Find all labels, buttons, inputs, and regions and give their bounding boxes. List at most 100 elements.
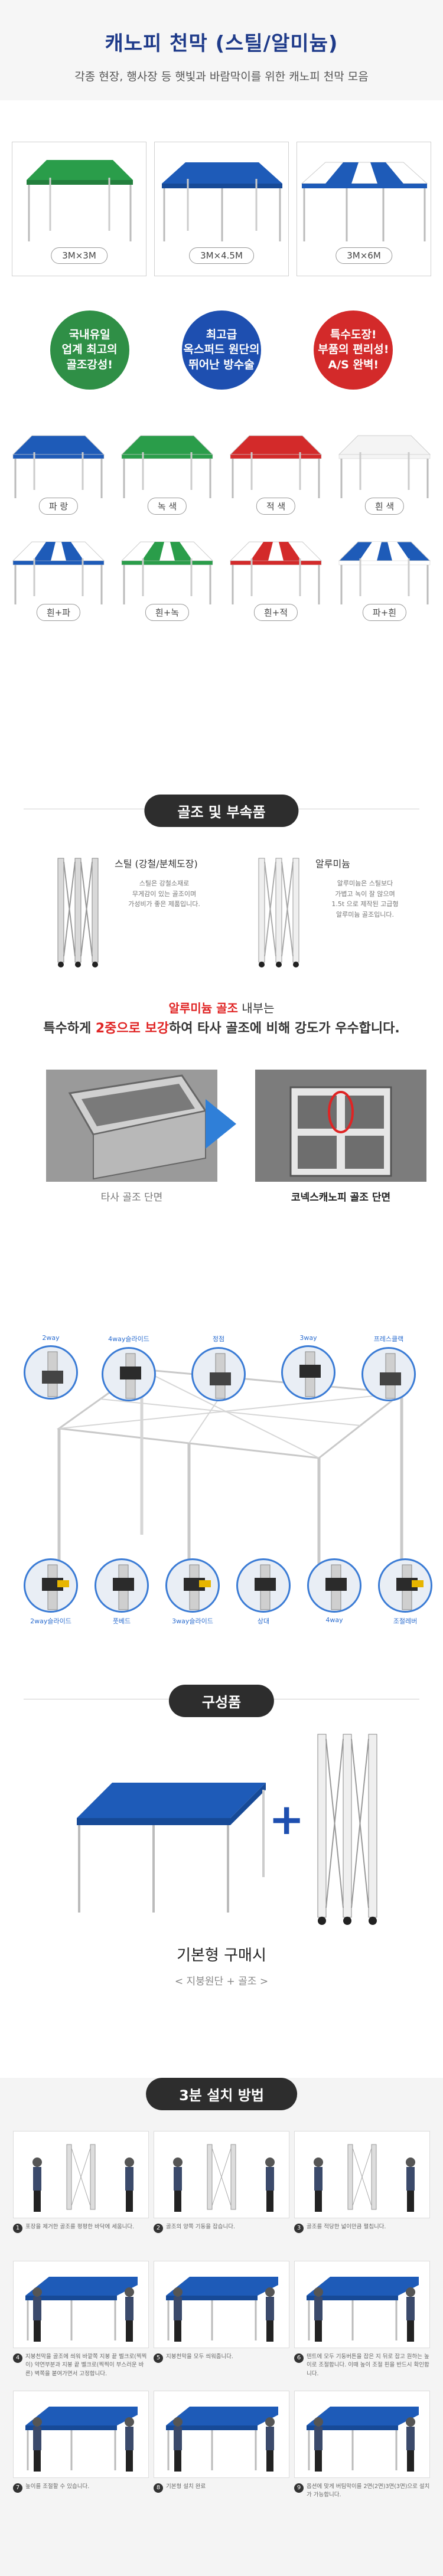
color-label: 흰+적 <box>253 604 298 621</box>
canopy-basic-image <box>77 1783 266 1913</box>
arrow-right-icon <box>206 1099 236 1149</box>
part-detail-image <box>191 1347 246 1401</box>
ours-cross-section-label: 코넥스캐노피 골조 단면 <box>291 1192 391 1204</box>
color-label: 흰 색 <box>364 498 405 515</box>
color-option: 적 색 <box>226 423 326 523</box>
feature-badge: 국내유일 업계 최고의 골조강성! <box>50 310 129 390</box>
install-step-image <box>294 2131 430 2218</box>
basic-package-subtitle: < 지붕원단 + 골조 > <box>174 1976 269 1987</box>
install-step-text: 골조를 적당한 넓이만큼 펼칩니다. <box>307 2224 386 2230</box>
color-option: 파 랑 <box>8 423 109 523</box>
color-option: 흰+파 <box>8 529 109 629</box>
color-option: 흰+녹 <box>117 529 217 629</box>
page-subtitle: 각종 현장, 행사장 등 햇빛과 바람막이를 위한 캐노피 천막 모음 <box>74 70 369 83</box>
install-step-number: 3 <box>294 2224 304 2233</box>
part-callout: 풋베드 <box>95 1558 149 1626</box>
basic-package-title: 기본형 구매시 <box>177 1947 266 1964</box>
part-callout: 2way슬라이드 <box>24 1558 78 1626</box>
canopy-color-image <box>338 541 431 604</box>
install-step-text: 옵션에 맞게 버팀막이를 2면(2면)3면(3면)으로 설치가 가능합니다. <box>307 2483 430 2499</box>
canopy-color-image <box>338 435 431 498</box>
canopy-blue-image <box>162 162 282 241</box>
steel-frame-name: 스틸 (강철/분체도장) <box>115 858 198 869</box>
install-step-image <box>294 2261 430 2348</box>
install-step-image <box>154 2131 289 2218</box>
size-card: 3M×6M <box>297 142 431 276</box>
steel-frame-desc: 스틸은 강철소재로 무게감이 있는 골조이며 가성비가 좋은 제품입니다. <box>128 880 200 908</box>
feature-badge: 특수도장! 부품의 편리성! A/S 완벽! <box>314 310 393 390</box>
install-step-image <box>294 2391 430 2478</box>
install-step-number: 4 <box>13 2353 22 2363</box>
alu-frame-image <box>258 858 299 967</box>
install-step-image <box>13 2391 149 2478</box>
alu-frame-desc: 알루미늄은 스틸보다 가볍고 녹이 잘 않으며 1.5t 으로 제작된 고급형 … <box>331 880 399 918</box>
steel-frame-image <box>57 858 99 967</box>
color-label: 파+흰 <box>362 604 407 621</box>
canopy-color-image <box>12 541 105 604</box>
part-label: 3way슬라이드 <box>172 1617 213 1625</box>
canopy-green-image <box>27 160 133 241</box>
part-label: 정점 <box>212 1335 225 1343</box>
color-label: 적 색 <box>256 498 296 515</box>
page-title: 캐노피 천막 (스틸/알미늄) <box>105 32 338 55</box>
install-step-number: 8 <box>154 2483 163 2493</box>
color-label: 녹 색 <box>147 498 187 515</box>
canopy-color-image <box>120 541 214 604</box>
canopy-color-image <box>120 435 214 498</box>
part-label: 4way슬라이드 <box>108 1335 149 1343</box>
canopy-color-image <box>229 435 323 498</box>
part-label: 풋베드 <box>112 1617 131 1625</box>
ours-cross-section-image <box>255 1070 426 1182</box>
canopy-blue-white-image <box>301 162 428 241</box>
color-option: 흰+적 <box>226 529 326 629</box>
install-step-image <box>13 2261 149 2348</box>
part-label: 상대 <box>257 1617 270 1625</box>
part-detail-image <box>95 1558 149 1613</box>
alu-frame-name: 알루미늄 <box>315 858 350 869</box>
section-title-frame: 골조 및 부속품 <box>144 795 299 827</box>
color-label: 파 랑 <box>38 498 79 515</box>
size-options: 3M×3M 3M×4.5M <box>0 100 443 276</box>
install-step-text: 텐트에 모두 기둥버튼을 잡은 지 뒤로 잡고 원하는 높이로 조절합니다. 이… <box>307 2353 429 2377</box>
color-label: 흰+파 <box>36 604 81 621</box>
part-callout: 4way슬라이드 <box>102 1334 156 1401</box>
part-label: 2way <box>42 1334 60 1342</box>
install-step-number: 6 <box>294 2353 304 2363</box>
alu-headline-1: 알루미늄 골조 내부는 <box>168 1001 275 1015</box>
install-step-number: 2 <box>154 2224 163 2233</box>
other-cross-section-label: 타사 골조 단면 <box>100 1192 163 1204</box>
size-card: 3M×3M <box>12 142 146 276</box>
feature-badges: 국내유일 업계 최고의 골조강성! 최고급 옥스퍼드 원단의 뛰어난 방수술 특… <box>0 276 443 390</box>
install-step-text: 포장을 제거한 골조를 평평한 바닥에 세웁니다. <box>25 2224 135 2230</box>
part-callout: 3way <box>281 1334 335 1400</box>
install-step-text: 기본형 설치 완료 <box>166 2483 206 2490</box>
page-header: 캐노피 천막 (스틸/알미늄) 각종 현장, 행사장 등 햇빛과 바람막이를 위… <box>0 0 443 100</box>
install-step-text: 높이를 조절할 수 있습니다. <box>25 2483 90 2490</box>
part-detail-image <box>24 1345 78 1400</box>
part-callout: 4way <box>307 1558 361 1624</box>
part-detail-image <box>307 1558 361 1613</box>
frame-folded-image <box>317 1734 377 1925</box>
size-label: 3M×6M <box>335 247 392 264</box>
part-label: 프레스클랙 <box>373 1335 404 1343</box>
part-label: 2way슬라이드 <box>30 1617 71 1625</box>
size-label: 3M×4.5M <box>189 247 254 264</box>
part-label: 3way <box>299 1334 317 1342</box>
color-label: 흰+녹 <box>145 604 190 621</box>
part-callout: 2way <box>24 1334 78 1400</box>
install-step-image <box>154 2391 289 2478</box>
install-step-text: 지붕천막을 골조에 씌워 바깥쪽 지붕 끝 벨크로(찍찍이) 약연부분과 지붕 … <box>25 2353 147 2377</box>
part-label: 4way <box>325 1616 343 1624</box>
part-callout: 3way슬라이드 <box>165 1558 220 1626</box>
part-callout: 프레스클랙 <box>361 1334 416 1401</box>
color-option: 흰 색 <box>334 423 435 523</box>
install-step-text: 지붕천막을 모두 씌워줍니다. <box>166 2353 233 2360</box>
canopy-color-image <box>229 541 323 604</box>
part-label: 조절레버 <box>393 1617 418 1625</box>
